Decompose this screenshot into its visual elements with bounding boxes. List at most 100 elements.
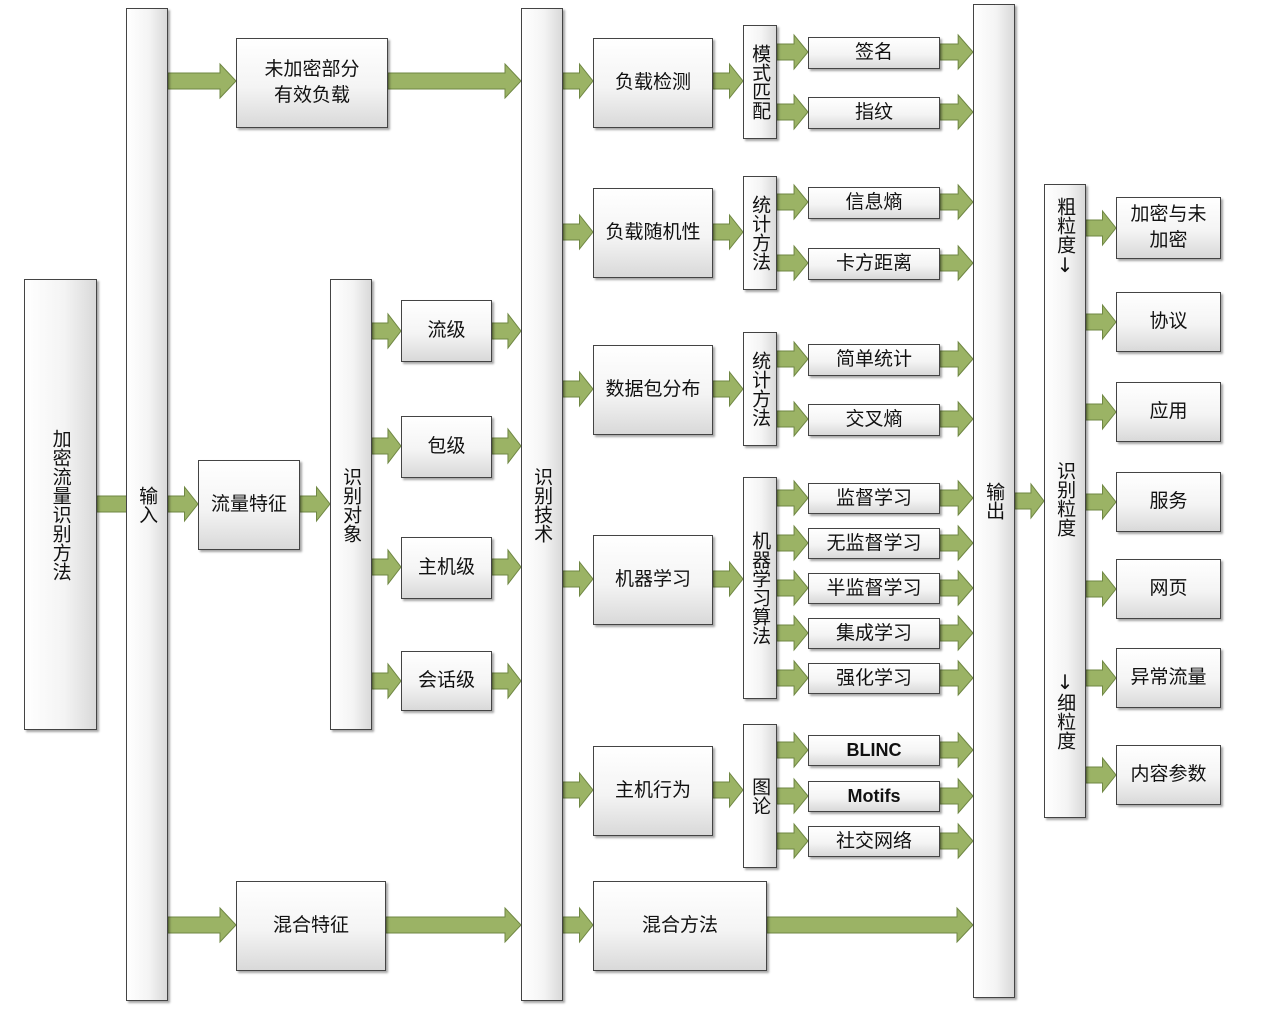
- arrow-hybrid-to-technique: [385, 906, 522, 944]
- granularity-bar: 粗粒度 ↓ 识别粒度 ↓ 细粒度: [1044, 184, 1086, 818]
- ml-algorithms-label: 机器学习算法: [749, 531, 772, 645]
- object-packet-level: 包级: [401, 416, 492, 478]
- arrow-group-to-simple-stats: [776, 340, 809, 378]
- arrow-technique-to-hybrid-method: [562, 906, 594, 944]
- arrow-reinforcement-to-output: [939, 659, 974, 697]
- graph-theory-label: 图论: [749, 777, 772, 815]
- arrow-group-to-signature: [776, 33, 809, 71]
- arrow-objects-to-flow: [371, 312, 402, 350]
- host-behavior-label: 主机行为: [614, 779, 691, 802]
- arrow-group-to-entropy: [776, 183, 809, 221]
- arrow-cross-entropy-to-output: [939, 400, 974, 438]
- result-application-label: 应用: [1149, 400, 1188, 423]
- arrow-packet-to-technique: [491, 427, 522, 465]
- arrow-granularity-to-result-4: [1085, 570, 1117, 608]
- arrow-unencrypted-to-technique: [387, 62, 522, 100]
- arrow-payload-detection-to-pattern: [712, 62, 744, 100]
- fine-down-arrow-icon: ↓: [1056, 670, 1074, 694]
- result-protocol-label: 协议: [1149, 310, 1188, 333]
- leaf-ensemble: 集成学习: [808, 618, 940, 649]
- arrow-input-to-unencrypted: [167, 62, 237, 100]
- traffic-features-label: 流量特征: [210, 493, 287, 516]
- leaf-blinc-label: BLINC: [846, 740, 902, 761]
- leaf-simple-stats-label: 简单统计: [835, 348, 912, 371]
- arrow-granularity-to-result-3: [1085, 483, 1117, 521]
- arrow-group-to-social-network: [776, 822, 809, 860]
- fine-label: 细粒度: [1054, 693, 1077, 750]
- machine-learning-box: 机器学习: [593, 535, 713, 625]
- leaf-reinforcement: 强化学习: [808, 663, 940, 694]
- statistics-label-1: 统计方法: [749, 195, 772, 271]
- payload-randomness-box: 负载随机性: [593, 188, 713, 278]
- arrow-session-to-technique: [491, 662, 522, 700]
- leaf-fingerprint-label: 指纹: [854, 101, 893, 124]
- leaf-fingerprint: 指纹: [808, 97, 940, 129]
- hybrid-method-label: 混合方法: [641, 914, 718, 937]
- arrow-entropy-to-output: [939, 183, 974, 221]
- arrow-technique-to-distribution: [562, 370, 594, 408]
- leaf-signature: 签名: [808, 37, 940, 69]
- machine-learning-label: 机器学习: [614, 568, 691, 591]
- technique-bar: 识别技术: [521, 8, 563, 1001]
- pattern-matching-label: 模式匹配: [749, 44, 772, 120]
- arrow-motifs-to-output: [939, 777, 974, 815]
- statistics-box-1: 统计方法: [743, 176, 777, 290]
- leaf-chi-square: 卡方距离: [808, 248, 940, 280]
- arrow-simple-stats-to-output: [939, 340, 974, 378]
- arrow-technique-to-ml: [562, 560, 594, 598]
- arrow-group-to-motifs: [776, 777, 809, 815]
- arrow-traffic-to-objects: [299, 485, 331, 523]
- objects-label: 识别对象: [340, 466, 363, 543]
- root-method-box: 加密流量识别方法: [24, 279, 97, 730]
- unencrypted-payload-label: 未加密部分 有效负载: [264, 58, 360, 106]
- arrow-granularity-to-result-2: [1085, 393, 1117, 431]
- graph-theory-box: 图论: [743, 724, 777, 868]
- object-host-level: 主机级: [401, 537, 492, 599]
- result-encrypted-unencrypted-label: 加密与未 加密: [1130, 203, 1207, 251]
- arrow-randomness-to-stats1: [712, 213, 744, 251]
- leaf-semi-supervised: 半监督学习: [808, 573, 940, 604]
- arrow-ensemble-to-output: [939, 614, 974, 652]
- arrow-objects-to-session: [371, 662, 402, 700]
- result-application: 应用: [1116, 382, 1221, 442]
- arrow-host-behavior-to-graph: [712, 771, 744, 809]
- result-service: 服务: [1116, 472, 1221, 532]
- leaf-motifs: Motifs: [808, 781, 940, 812]
- leaf-reinforcement-label: 强化学习: [835, 666, 912, 689]
- arrow-fingerprint-to-output: [939, 93, 974, 131]
- arrow-group-to-unsupervised: [776, 524, 809, 562]
- leaf-chi-square-label: 卡方距离: [835, 252, 912, 275]
- leaf-social-network-label: 社交网络: [835, 829, 912, 852]
- object-session-level: 会话级: [401, 651, 492, 711]
- result-webpage: 网页: [1116, 559, 1221, 619]
- result-content-parameters: 内容参数: [1116, 745, 1221, 805]
- packet-distribution-box: 数据包分布: [593, 345, 713, 435]
- pattern-matching-box: 模式匹配: [743, 25, 777, 139]
- arrow-granularity-to-result-0: [1085, 209, 1117, 247]
- arrow-granularity-to-result-5: [1085, 659, 1117, 697]
- host-behavior-box: 主机行为: [593, 746, 713, 836]
- statistics-label-2: 统计方法: [749, 351, 772, 427]
- object-session-label: 会话级: [417, 669, 475, 692]
- unencrypted-payload-box: 未加密部分 有效负载: [236, 38, 388, 128]
- arrow-signature-to-output: [939, 33, 974, 71]
- objects-bar: 识别对象: [330, 279, 372, 730]
- result-webpage-label: 网页: [1149, 577, 1188, 600]
- leaf-supervised-label: 监督学习: [835, 486, 912, 509]
- root-label: 加密流量识别方法: [49, 428, 72, 581]
- traffic-features-box: 流量特征: [198, 460, 300, 550]
- packet-distribution-label: 数据包分布: [605, 378, 701, 401]
- result-encrypted-unencrypted: 加密与未 加密: [1116, 197, 1221, 259]
- arrow-chi-square-to-output: [939, 244, 974, 282]
- result-service-label: 服务: [1149, 490, 1188, 513]
- arrow-group-to-reinforcement: [776, 659, 809, 697]
- coarse-down-arrow-icon: ↓: [1056, 253, 1074, 277]
- leaf-signature-label: 签名: [854, 41, 893, 64]
- leaf-simple-stats: 简单统计: [808, 344, 940, 376]
- object-packet-label: 包级: [427, 435, 466, 458]
- arrow-unsupervised-to-output: [939, 524, 974, 562]
- input-label: 输入: [136, 485, 159, 524]
- result-abnormal-traffic: 异常流量: [1116, 648, 1221, 708]
